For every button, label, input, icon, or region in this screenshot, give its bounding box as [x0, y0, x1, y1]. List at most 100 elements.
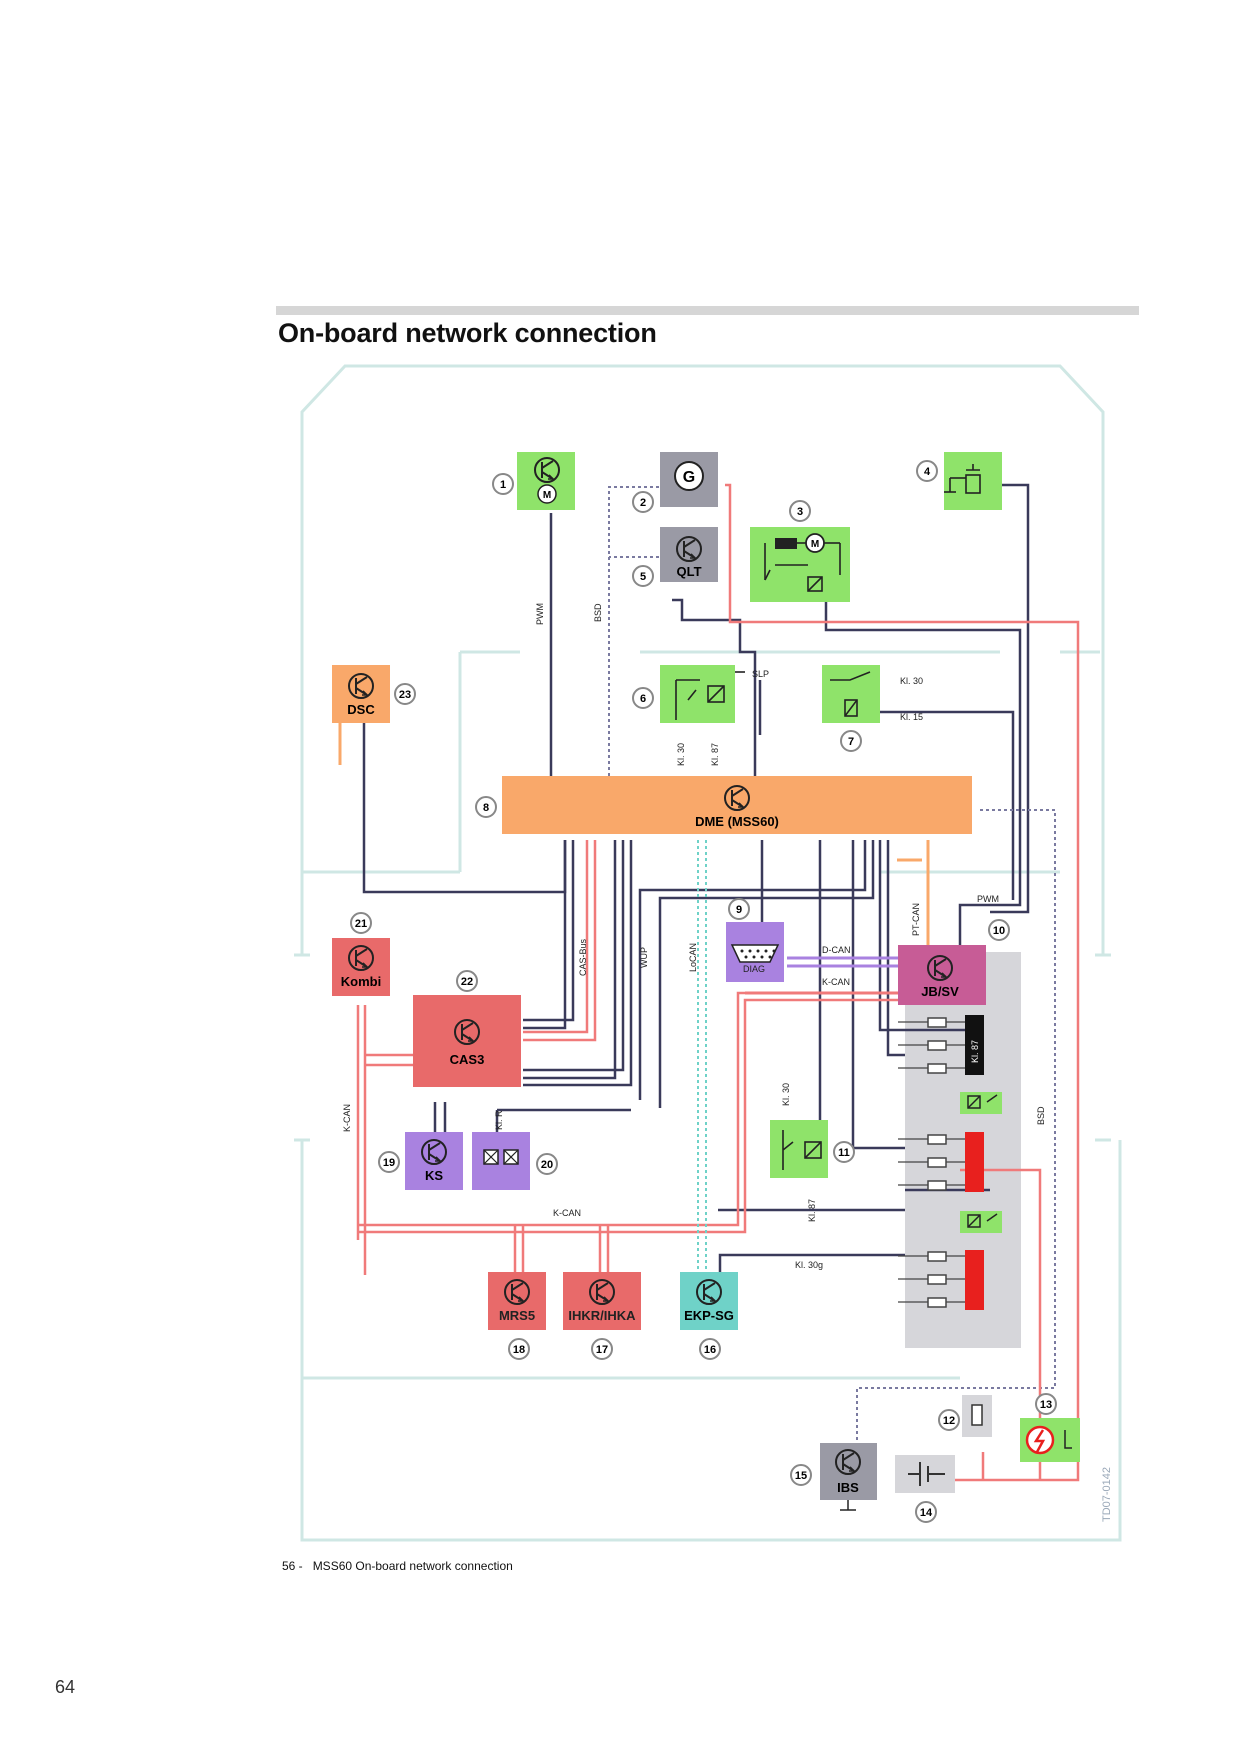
diag-can-lines: [745, 956, 898, 995]
bsd-dotted-lines: [608, 486, 1056, 1458]
badge-2: 2: [632, 491, 654, 513]
title-rule: [276, 306, 1139, 315]
label-18: MRS5: [499, 1308, 535, 1323]
badge-number: 7: [848, 736, 854, 748]
badge-9: 9: [728, 898, 750, 920]
badge-number: 20: [541, 1159, 553, 1171]
badge-number: 17: [596, 1344, 608, 1356]
label-slp: SLP: [752, 669, 769, 679]
badge-number: 10: [993, 925, 1005, 937]
label-kl87-1: Kl. 87: [710, 743, 720, 766]
label-bsd-1: BSD: [593, 603, 603, 622]
label-d-can: D-CAN: [822, 945, 851, 955]
badge-number: 13: [1040, 1399, 1052, 1411]
badge-number: 5: [640, 571, 646, 583]
badge-1: 1: [492, 473, 514, 495]
badge-number: 19: [383, 1157, 395, 1169]
label-2: G: [683, 469, 695, 486]
badge-number: 11: [838, 1147, 850, 1159]
label-k-can-3: K-CAN: [553, 1208, 581, 1218]
badge-16: 16: [699, 1338, 721, 1360]
label-k-can-1: K-CAN: [822, 977, 850, 987]
component-symbols: M M: [348, 457, 981, 1511]
badge-22: 22: [456, 970, 478, 992]
label-cas-bus: CAS-Bus: [578, 938, 588, 976]
badge-number: 2: [640, 497, 646, 509]
badge-7: 7: [840, 730, 862, 752]
badge-number: 14: [920, 1507, 933, 1519]
label-21: Kombi: [341, 974, 381, 989]
wiring-red: [356, 483, 1080, 1482]
label-15: IBS: [837, 1480, 859, 1495]
figure-caption-text: MSS60 On-board network connection: [312, 1559, 513, 1573]
badge-number: 15: [795, 1470, 807, 1482]
svg-text:M: M: [543, 490, 551, 501]
label-kl30g: Kl. 30g: [795, 1260, 823, 1270]
label-23: DSC: [347, 702, 375, 717]
badge-number: 18: [513, 1344, 525, 1356]
label-kl30-2: Kl. 30: [676, 743, 686, 766]
vehicle-outline: [294, 364, 1122, 1542]
badge-8: 8: [475, 796, 497, 818]
badge-17: 17: [591, 1338, 613, 1360]
label-k-can-2: K-CAN: [342, 1104, 352, 1132]
badge-13: 13: [1035, 1393, 1057, 1415]
badge-19: 19: [378, 1151, 400, 1173]
badge-10: 10: [988, 919, 1010, 941]
label-pwm-2: PWM: [977, 894, 999, 904]
component-boxes: [332, 452, 1002, 1500]
wire-labels: PWM BSD SLP Kl. 30 Kl. 15 Kl. 30 Kl. 87 …: [342, 603, 1046, 1270]
reference-code: TD07-0142: [1101, 1467, 1113, 1522]
badge-number: 6: [640, 693, 646, 705]
badge-11: 11: [833, 1141, 855, 1163]
battery-area: [895, 1395, 1080, 1493]
label-kl30-1: Kl. 30: [900, 676, 923, 686]
label-bsd-2: BSD: [1036, 1106, 1046, 1125]
label-wup: WUP: [639, 947, 649, 968]
badge-14: 14: [915, 1501, 937, 1523]
wiring-orange: [338, 720, 930, 948]
label-kl-r: Kl. R: [494, 1110, 504, 1130]
component-labels: G QLT DME (MSS60) DIAG JB/SV IBS EKP-SG …: [341, 469, 959, 1495]
label-10: JB/SV: [921, 984, 959, 999]
badge-number: 4: [924, 466, 931, 478]
badge-number: 1: [500, 479, 506, 491]
label-16: EKP-SG: [684, 1308, 734, 1323]
label-5: QLT: [676, 564, 701, 579]
label-9: DIAG: [743, 964, 765, 974]
label-17: IHKR/IHKA: [568, 1308, 636, 1323]
page-number: 64: [55, 1677, 76, 1697]
label-22: CAS3: [450, 1052, 485, 1067]
badge-number: 9: [736, 904, 742, 916]
label-19: KS: [425, 1168, 443, 1183]
label-8: DME (MSS60): [695, 814, 779, 829]
svg-text:M: M: [811, 539, 819, 550]
label-kl87-fuse: Kl. 87: [970, 1040, 980, 1063]
badge-4: 4: [916, 460, 938, 482]
badge-23: 23: [394, 683, 416, 705]
badge-number: 22: [461, 976, 473, 988]
label-kl87-2: Kl. 87: [807, 1199, 817, 1222]
badge-number: 12: [943, 1415, 955, 1427]
figure-number: 56 -: [282, 1559, 303, 1573]
badge-number: 3: [797, 506, 803, 518]
page-title: On-board network connection: [278, 318, 657, 348]
label-pt-can: PT-CAN: [911, 903, 921, 936]
wiring-dark: [362, 483, 1030, 1282]
badge-5: 5: [632, 565, 654, 587]
locan-lines: [697, 840, 707, 1282]
badge-number: 23: [399, 689, 411, 701]
badge-18: 18: [508, 1338, 530, 1360]
badge-15: 15: [790, 1464, 812, 1486]
badge-3: 3: [789, 500, 811, 522]
label-pwm-1: PWM: [535, 603, 545, 625]
badge-number: 21: [355, 918, 367, 930]
fuse-box-internals: [898, 1015, 1002, 1310]
fuse-box: [905, 952, 1021, 1348]
badge-12: 12: [938, 1409, 960, 1431]
badge-number: 16: [704, 1344, 716, 1356]
label-kl30-3: Kl. 30: [781, 1083, 791, 1106]
figure-caption: 56 - MSS60 On-board network connection: [282, 1559, 513, 1573]
